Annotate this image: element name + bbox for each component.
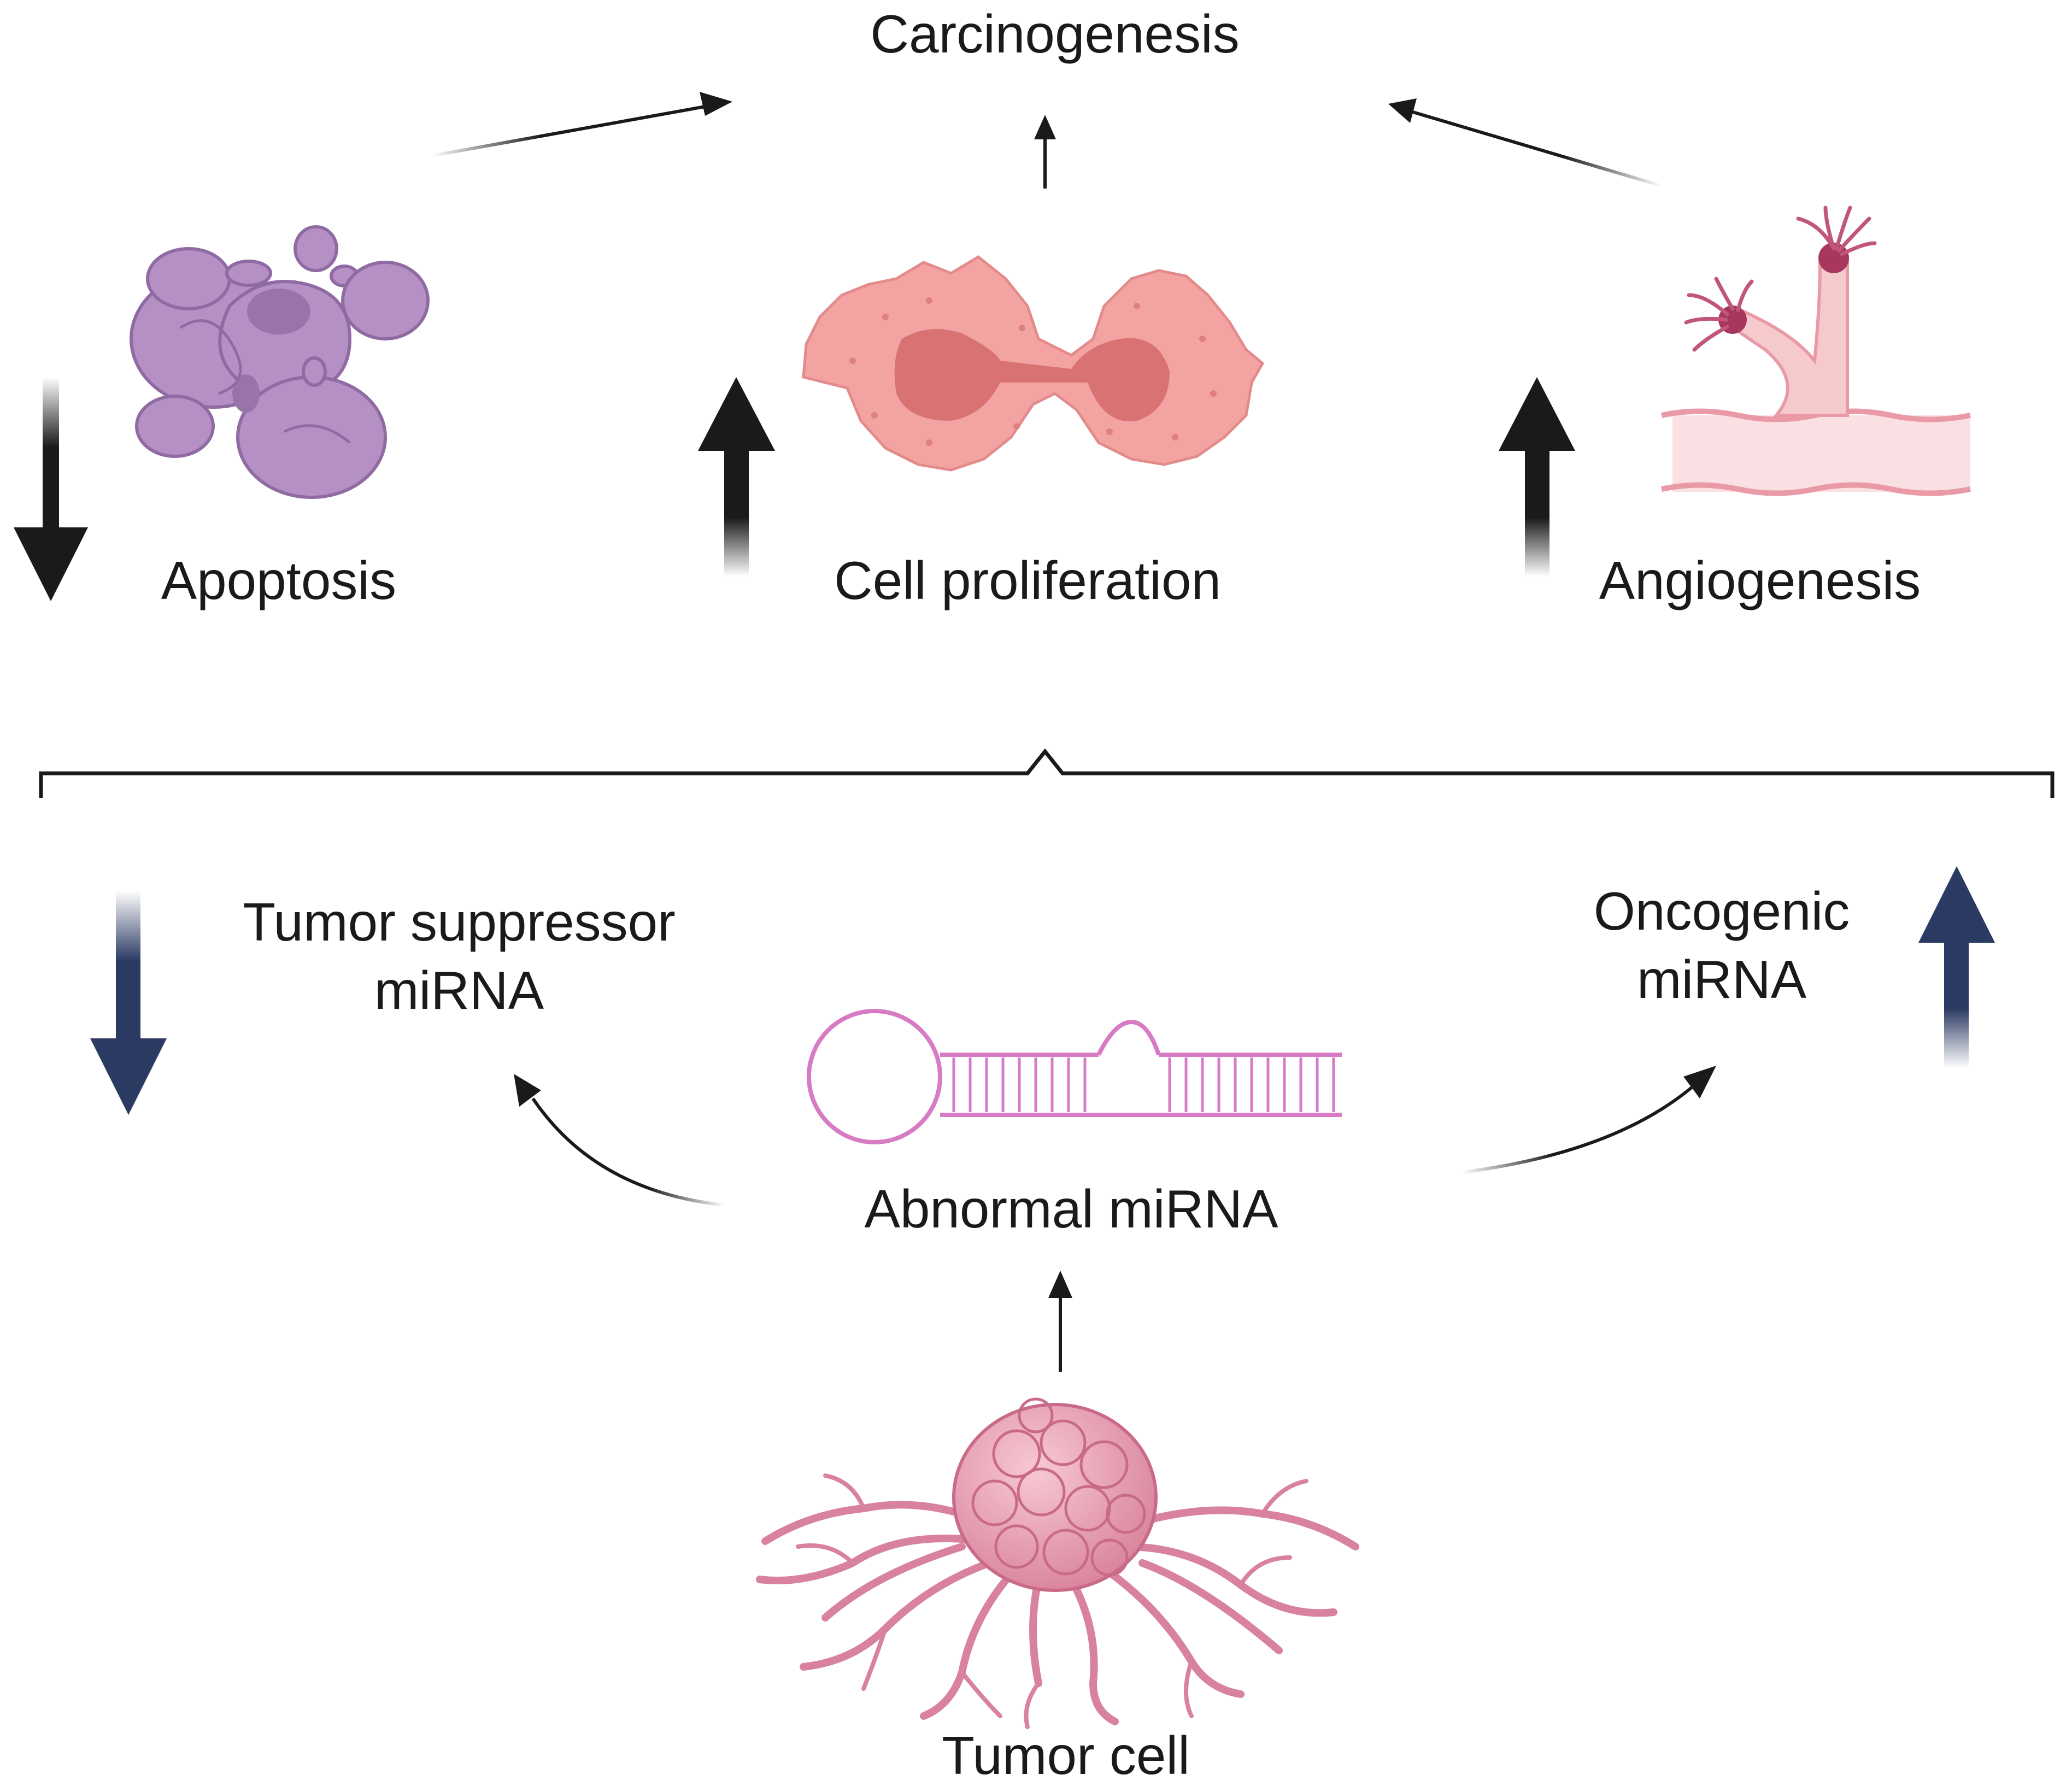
angiogenesis-vessel-illustration xyxy=(1660,205,1971,496)
tumor-to-abnormal-mirna-arrow xyxy=(1048,1271,1072,1372)
grouping-bracket xyxy=(39,748,2055,798)
oncogenic-label-line2: miRNA xyxy=(1636,949,1807,1010)
abnormal-to-tumor-suppressor-arrow xyxy=(514,1074,725,1207)
mirna-hairpin-illustration xyxy=(807,1009,1342,1144)
apoptosis-cell-illustration xyxy=(130,225,430,499)
abnormal-mirna-label: Abnormal miRNA xyxy=(864,1179,1278,1239)
proliferation-to-carcinogenesis-arrow xyxy=(1034,115,1056,189)
apoptosis-decrease-arrow xyxy=(14,377,88,601)
tumor-suppressor-label-line2: miRNA xyxy=(374,960,544,1021)
tumor-suppressor-label-line1: Tumor suppressor xyxy=(243,892,676,952)
apoptosis-label: Apoptosis xyxy=(161,550,397,610)
angiogenesis-label: Angiogenesis xyxy=(1599,550,1921,610)
carcinogenesis-label: Carcinogenesis xyxy=(870,4,1240,64)
apoptosis-to-carcinogenesis-arrow xyxy=(431,92,732,157)
tumor-cell-label: Tumor cell xyxy=(942,1725,1190,1785)
oncogenic-increase-arrow xyxy=(1918,866,1995,1068)
oncogenic-mirna-label: Oncogenic miRNA xyxy=(1525,877,1918,1014)
cell-proliferation-increase-arrow xyxy=(698,377,775,577)
oncogenic-label-line1: Oncogenic xyxy=(1593,881,1850,941)
cell-proliferation-illustration xyxy=(802,255,1265,472)
angiogenesis-to-carcinogenesis-arrow xyxy=(1388,98,1662,187)
abnormal-to-oncogenic-arrow xyxy=(1462,1066,1716,1174)
tumor-suppressor-mirna-label: Tumor suppressor miRNA xyxy=(186,888,732,1025)
tumor-suppressor-decrease-arrow xyxy=(90,891,167,1115)
cell-proliferation-label: Cell proliferation xyxy=(834,550,1222,610)
tumor-cell-illustration xyxy=(756,1397,1359,1729)
angiogenesis-increase-arrow xyxy=(1499,377,1575,577)
